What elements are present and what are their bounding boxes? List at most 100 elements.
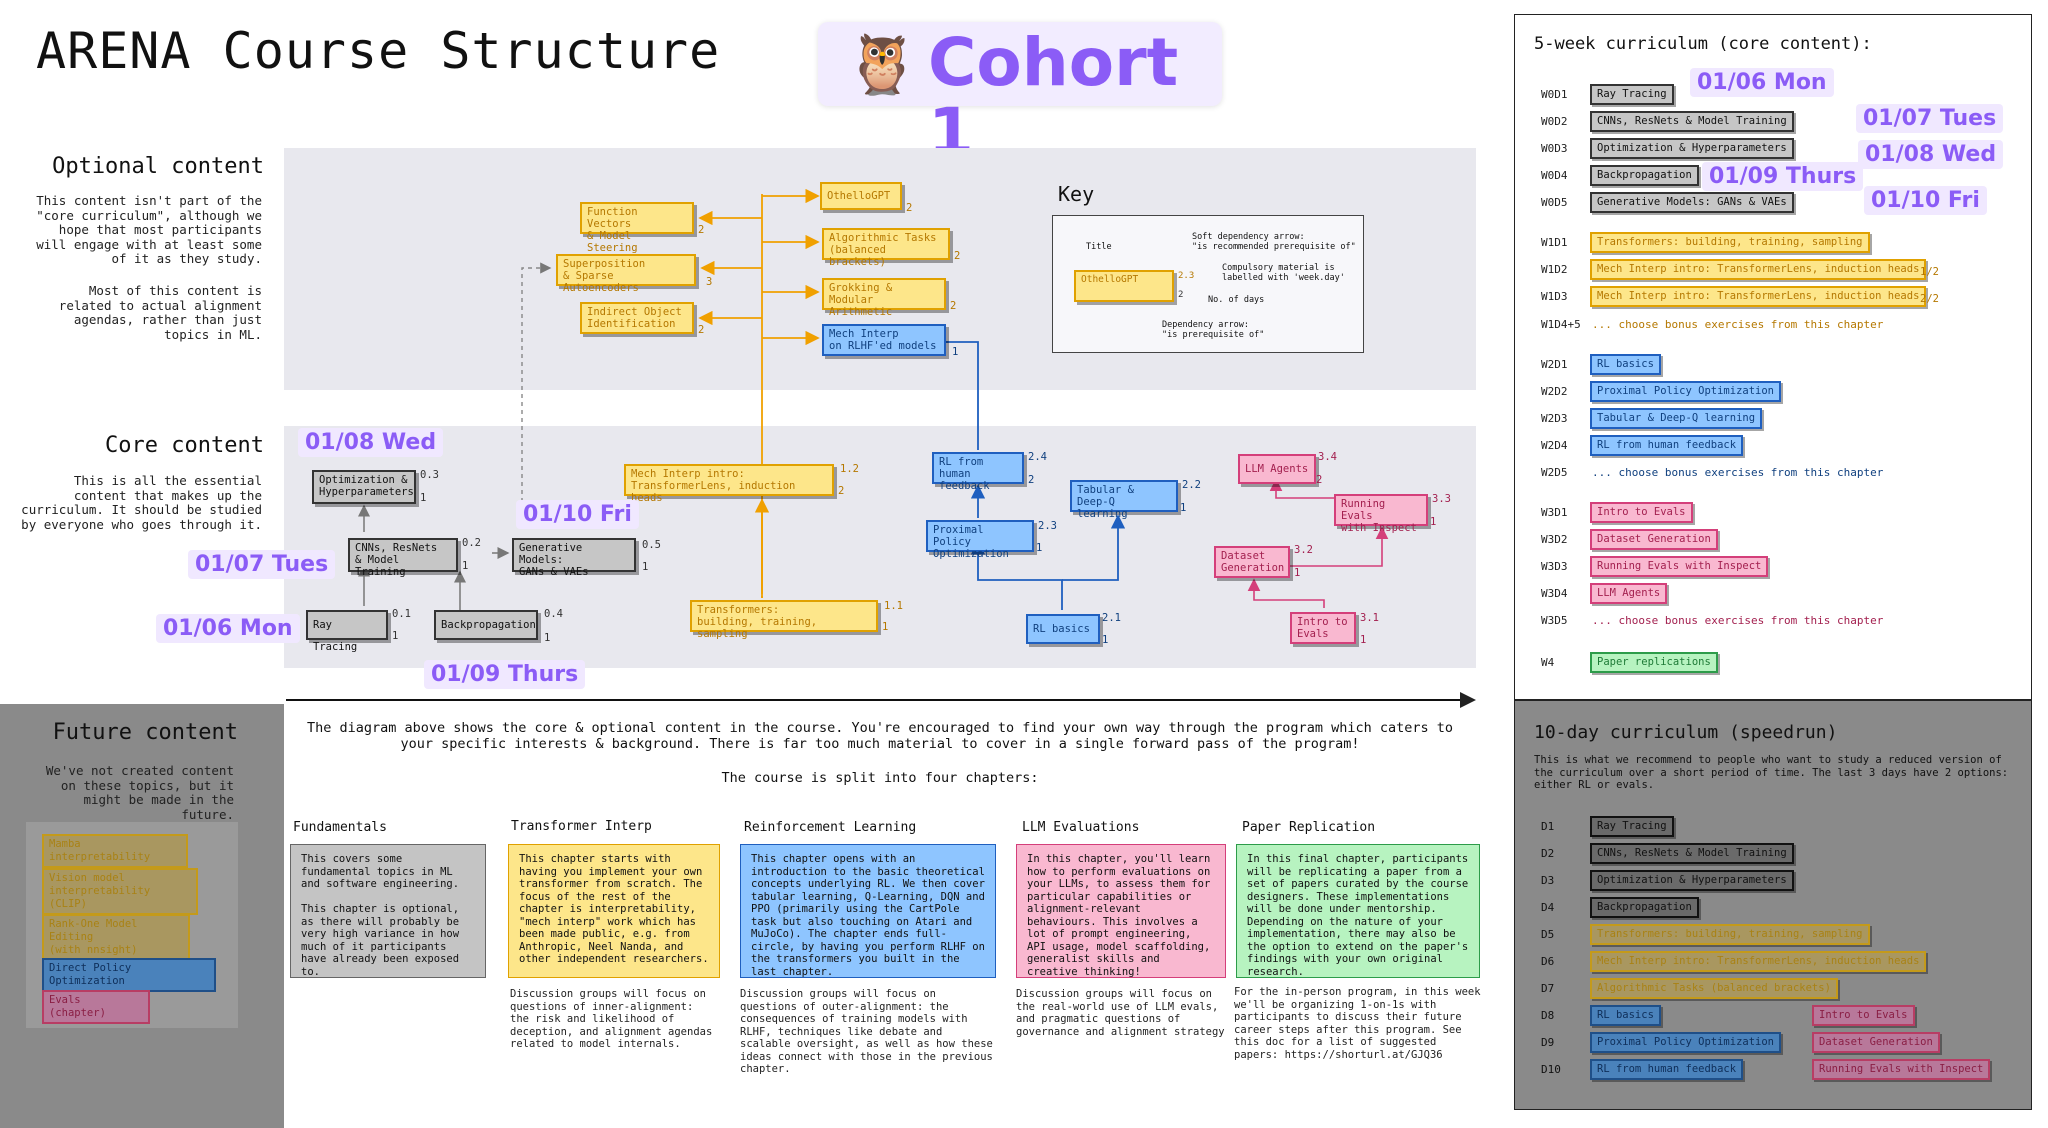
week5-day-id: W1D3 <box>1541 290 1568 303</box>
week5-session[interactable]: Ray Tracing <box>1590 84 1674 105</box>
week5-session[interactable]: Proximal Policy Optimization <box>1590 381 1782 402</box>
speedrun-session[interactable]: Ray Tracing <box>1590 816 1674 837</box>
node-algorithmic-tasks[interactable]: Algorithmic Tasks (balanced brackets) <box>822 228 950 268</box>
speedrun-session-alt[interactable]: Intro to Evals <box>1812 1005 1915 1026</box>
week5-fraction: 1/2 <box>1920 266 1939 278</box>
node-llm-num: 3.4 <box>1318 451 1337 463</box>
speedrun-session[interactable]: Algorithmic Tasks (balanced brackets) <box>1590 978 1838 999</box>
node-optimization-num: 0.3 <box>420 469 439 481</box>
week5-session[interactable]: Mech Interp intro: TransformerLens, indu… <box>1590 286 1927 307</box>
speedrun-session-alt[interactable]: Running Evals with Inspect <box>1812 1059 1991 1080</box>
chapter-title-transformer-interp: Transformer Interp <box>511 819 652 834</box>
speedrun-session[interactable]: Optimization & Hyperparameters <box>1590 870 1794 891</box>
chapter-box-rl: This chapter opens with an introduction … <box>740 844 996 978</box>
week5-session[interactable]: RL basics <box>1590 354 1661 375</box>
node-ppo-num: 2.3 <box>1038 520 1057 532</box>
chapter-title-paper-replication: Paper Replication <box>1242 820 1376 835</box>
chapter-box-paper-replication: In this final chapter, participants will… <box>1236 844 1480 978</box>
week5-day-id: W0D2 <box>1541 115 1568 128</box>
node-dg-days: 1 <box>1294 567 1301 579</box>
week5-date-fri: 01/10 Fri <box>1864 186 1987 215</box>
key-example-num: 2.3 <box>1178 271 1195 281</box>
date-sticker-fri: 01/10 Fri <box>516 500 639 529</box>
week5-session[interactable]: Running Evals with Inspect <box>1590 556 1769 577</box>
node-function-vectors[interactable]: Function Vectors & Model Steering <box>580 202 694 254</box>
node-generative-models[interactable]: Generative Models: GANs & VAEs <box>512 538 636 578</box>
node-tab-num: 2.2 <box>1182 479 1201 491</box>
speedrun-session[interactable]: RL basics <box>1590 1005 1661 1026</box>
week5-day-id: W0D1 <box>1541 88 1568 101</box>
speedrun-session[interactable]: CNNs, ResNets & Model Training <box>1590 843 1794 864</box>
node-cnns-resnets[interactable]: CNNs, ResNets & Model Training <box>348 538 458 578</box>
week5-fraction: 2/2 <box>1920 293 1939 305</box>
node-intro-to-evals[interactable]: Intro to Evals <box>1290 612 1356 644</box>
core-heading: Core content <box>105 433 264 458</box>
week5-session[interactable]: RL from human feedback <box>1590 435 1744 456</box>
node-rl-human-feedback[interactable]: RL from human feedback <box>932 452 1024 492</box>
week5-session[interactable]: Intro to Evals <box>1590 502 1693 523</box>
week5-bonus-note: ... choose bonus exercises from this cha… <box>1592 318 1884 331</box>
node-othello-days: 2 <box>906 202 913 214</box>
week5-day-id: W2D2 <box>1541 385 1568 398</box>
week5-session[interactable]: Tabular & Deep-Q learning <box>1590 408 1763 429</box>
week5-bonus-note: ... choose bonus exercises from this cha… <box>1592 614 1884 627</box>
node-ppo[interactable]: Proximal Policy Optimization <box>926 520 1034 560</box>
node-mech-interp-rlhf[interactable]: Mech Interp on RLHF'ed models <box>822 324 946 356</box>
node-othellogpt[interactable]: OthelloGPT <box>820 182 902 210</box>
node-cnns-days: 1 <box>462 560 469 572</box>
node-mech-interp-intro[interactable]: Mech Interp intro: TransformerLens, indu… <box>624 464 834 504</box>
speedrun-session[interactable]: Transformers: building, training, sampli… <box>1590 924 1870 945</box>
week5-session[interactable]: Mech Interp intro: TransformerLens, indu… <box>1590 259 1927 280</box>
node-tabular-deepq[interactable]: Tabular & Deep-Q learning <box>1070 480 1178 520</box>
week5-session[interactable]: Transformers: building, training, sampli… <box>1590 232 1870 253</box>
speedrun-session[interactable]: Backpropagation <box>1590 897 1699 918</box>
speedrun-day-id: D10 <box>1541 1063 1561 1076</box>
week5-day-id: W3D3 <box>1541 560 1568 573</box>
speedrun-day-id: D6 <box>1541 955 1555 968</box>
node-cnns-num: 0.2 <box>462 537 481 549</box>
node-rl-basics[interactable]: RL basics <box>1026 614 1100 644</box>
speedrun-session[interactable]: Mech Interp intro: TransformerLens, indu… <box>1590 951 1927 972</box>
node-grokking[interactable]: Grokking & Modular Arithmetic <box>822 278 946 318</box>
node-mi-rlhf-days: 1 <box>952 346 959 358</box>
week5-day-id: W1D1 <box>1541 236 1568 249</box>
chapter-foot-paper-replication: For the in-person program, in this week … <box>1234 986 1481 1061</box>
node-dataset-generation[interactable]: Dataset Generation <box>1214 546 1290 578</box>
week5-date-thurs: 01/09 Thurs <box>1702 162 1864 191</box>
node-gen-num: 0.5 <box>642 539 661 551</box>
node-fv-days: 2 <box>698 224 705 236</box>
week5-day-id: W2D3 <box>1541 412 1568 425</box>
node-ioi-days: 2 <box>698 324 705 336</box>
speedrun-session[interactable]: RL from human feedback <box>1590 1059 1744 1080</box>
key-example-days: 2 <box>1178 290 1184 300</box>
speedrun-session[interactable]: Proximal Policy Optimization <box>1590 1032 1782 1053</box>
week5-day-id: W0D3 <box>1541 142 1568 155</box>
week5-session[interactable]: Optimization & Hyperparameters <box>1590 138 1794 159</box>
speedrun-day-id: D7 <box>1541 982 1555 995</box>
node-superposition-sae[interactable]: Superposition & Sparse Autoencoders <box>556 254 696 294</box>
node-llm-agents[interactable]: LLM Agents <box>1238 454 1316 484</box>
node-transformers[interactable]: Transformers: building, training, sampli… <box>690 600 878 640</box>
optional-heading: Optional content <box>52 154 264 179</box>
node-ray-tracing[interactable]: Ray Tracing <box>306 610 388 653</box>
node-optimization-hyperparameters[interactable]: Optimization & Hyperparameters <box>312 470 416 504</box>
week5-session[interactable]: LLM Agents <box>1590 583 1668 604</box>
speedrun-session-alt[interactable]: Dataset Generation <box>1812 1032 1940 1053</box>
week5-day-id: W3D4 <box>1541 587 1568 600</box>
page-title: ARENA Course Structure <box>36 22 721 80</box>
week5-session[interactable]: Backpropagation <box>1590 165 1699 186</box>
node-indirect-object[interactable]: Indirect Object Identification <box>580 302 694 334</box>
week5-session[interactable]: Paper replications <box>1590 652 1718 673</box>
week5-session[interactable]: Dataset Generation <box>1590 529 1718 550</box>
optional-desc-2: Most of this content is related to actua… <box>58 283 262 342</box>
core-desc: This is all the essential content that m… <box>21 473 262 532</box>
node-grok-days: 2 <box>950 300 957 312</box>
node-backpropagation[interactable]: Backpropagation <box>434 610 538 640</box>
chapter-title-llm-evals: LLM Evaluations <box>1022 820 1140 835</box>
speedrun-desc: This is what we recommend to people who … <box>1534 754 2009 791</box>
week5-session[interactable]: Generative Models: GANs & VAEs <box>1590 192 1794 213</box>
speedrun-day-id: D8 <box>1541 1009 1555 1022</box>
week5-session[interactable]: CNNs, ResNets & Model Training <box>1590 111 1794 132</box>
node-running-evals-inspect[interactable]: Running Evals with Inspect <box>1334 494 1428 534</box>
future-item-mamba: Mamba interpretability <box>42 834 188 868</box>
